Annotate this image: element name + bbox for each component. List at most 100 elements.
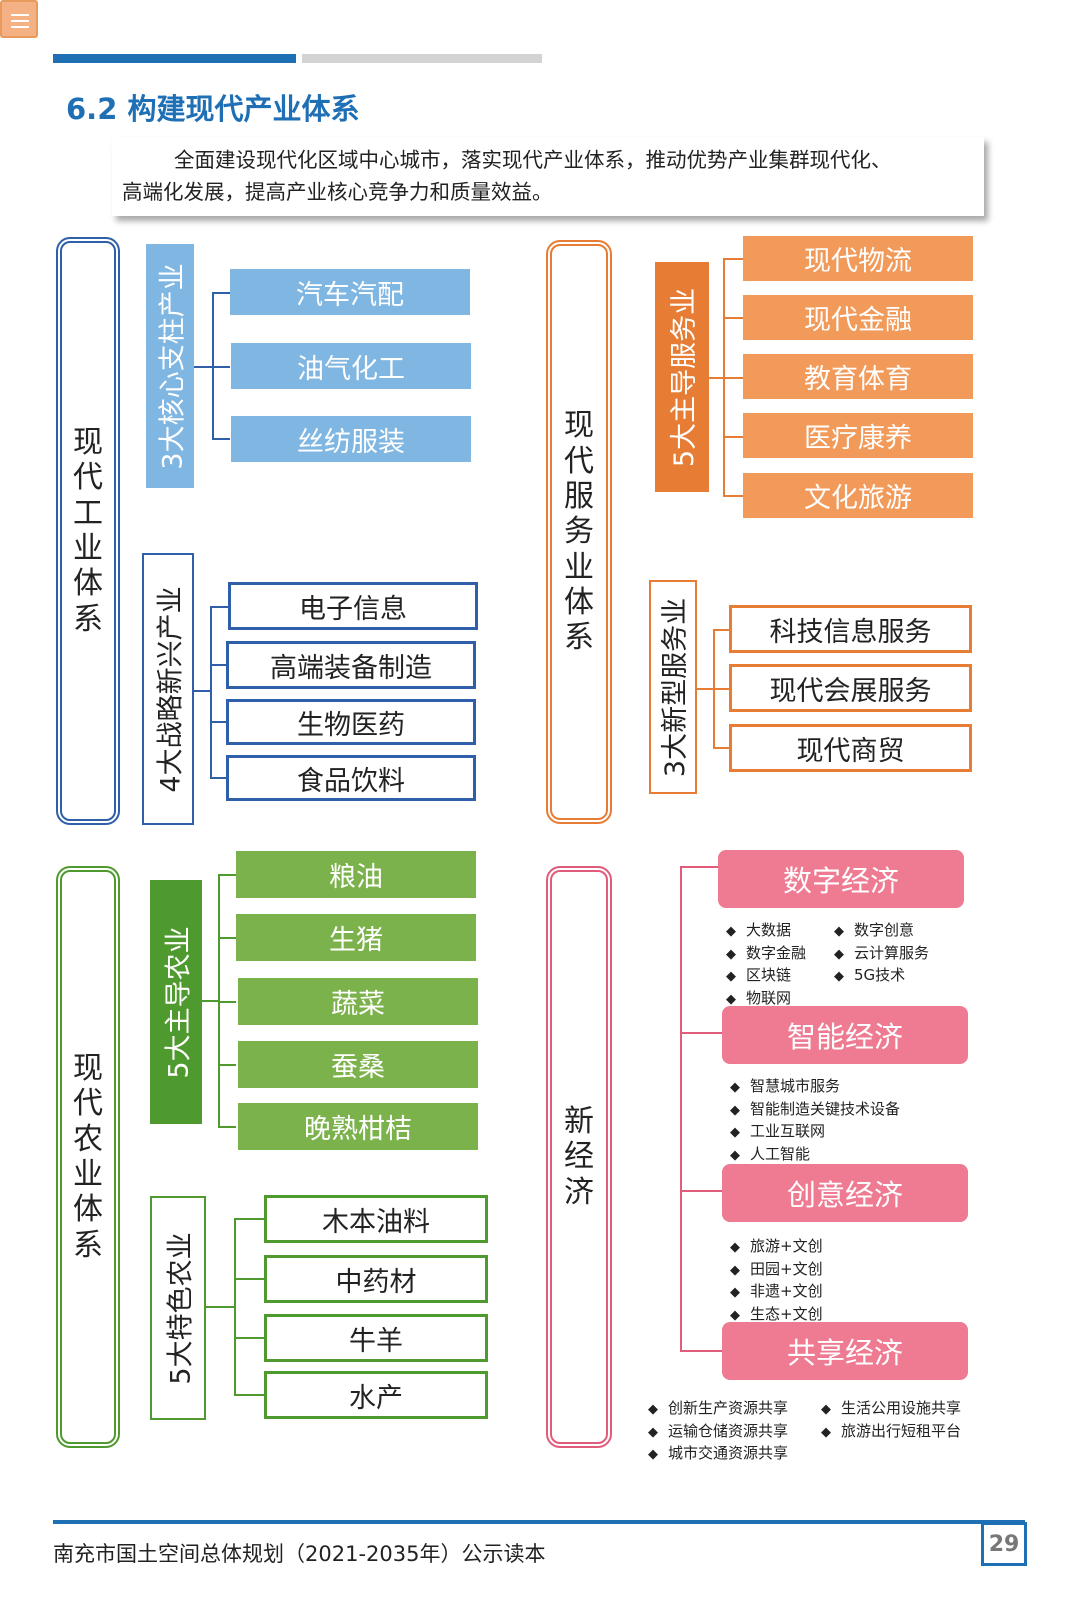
agri-item-sericulture: 蚕桑 [238, 1041, 478, 1088]
header-bar-gray [302, 54, 542, 63]
service-item-education: 教育体育 [743, 354, 973, 399]
intro-text-box: 全面建设现代化区域中心城市，落实现代产业体系，推动优势产业集群现代化、 高端化发… [112, 137, 984, 216]
bullet-item: 生态+文创 [730, 1304, 823, 1327]
emerging-item-food: 食品饮料 [226, 755, 476, 801]
industry-system-label-char: 现 [73, 424, 103, 460]
service-item-commerce: 现代商贸 [729, 724, 972, 772]
bullet-item: 创新生产资源共享 [648, 1398, 788, 1421]
new-economy-label: 新经济 [564, 1104, 594, 1210]
agriculture-system-label-char: 代 [73, 1086, 103, 1122]
agriculture-system-label: 现代农业体系 [73, 1051, 103, 1263]
emerging-item-biomed: 生物医药 [226, 699, 476, 745]
service-item-health: 医疗康养 [743, 413, 973, 458]
service-item-tourism: 文化旅游 [743, 473, 973, 518]
digital-economy-list-2: 数字创意 云计算服务 5G技术 [834, 920, 929, 988]
page-number: 29 [981, 1522, 1027, 1566]
intro-line-1: 全面建设现代化区域中心城市，落实现代产业体系，推动优势产业集群现代化、 [174, 148, 892, 172]
agriculture-system-title: 现代农业体系 [56, 866, 120, 1448]
industry-system-label-char: 工 [73, 495, 103, 531]
bullet-item: 城市交通资源共享 [648, 1443, 788, 1466]
bullet-item: 数字创意 [834, 920, 929, 943]
bullet-item: 大数据 [726, 920, 806, 943]
sharing-economy-list-1: 创新生产资源共享 运输仓储资源共享 城市交通资源共享 [648, 1398, 788, 1466]
service-system-label: 现代服务业体系 [564, 408, 594, 656]
service-system-label-char: 业 [564, 549, 594, 585]
service-item-logistics: 现代物流 [743, 236, 973, 281]
agri-item-woody-oil: 木本油料 [264, 1195, 488, 1243]
industry-system-label-char: 系 [73, 601, 103, 637]
core-item-auto: 汽车汽配 [230, 269, 470, 315]
emerging-item-equipment: 高端装备制造 [226, 641, 476, 689]
bullet-item: 物联网 [726, 988, 806, 1011]
industry-system-label-char: 代 [73, 460, 103, 496]
service-system-label-char: 现 [564, 408, 594, 444]
service-item-finance: 现代金融 [743, 295, 973, 340]
agri-item-vegetable: 蔬菜 [238, 978, 478, 1025]
agriculture-system-label-char: 农 [73, 1121, 103, 1157]
core-item-petrochem: 油气化工 [231, 343, 471, 389]
document-icon [0, 0, 38, 38]
agriculture-system-label-char: 现 [73, 1050, 103, 1086]
digital-economy-box: 数字经济 [718, 850, 964, 908]
agriculture-system-label-char: 体 [73, 1192, 103, 1228]
leading-services-label: 5大主导服务业 [655, 262, 709, 492]
creative-economy-list: 旅游+文创 田园+文创 非遗+文创 生态+文创 [730, 1236, 823, 1326]
new-economy-label-char: 经 [564, 1139, 594, 1175]
section-title: 6.2 构建现代产业体系 [66, 92, 360, 126]
emerging-industries-label: 4大战略新兴产业 [142, 553, 194, 825]
service-system-title: 现代服务业体系 [546, 240, 612, 824]
service-system-label-char: 代 [564, 443, 594, 479]
agri-item-cattle-sheep: 牛羊 [264, 1314, 488, 1362]
new-economy-label-char: 济 [564, 1174, 594, 1210]
industry-system-label-char: 体 [73, 566, 103, 602]
bullet-item: 非遗+文创 [730, 1281, 823, 1304]
intro-line-2: 高端化发展，提高产业核心竞争力和质量效益。 [122, 180, 553, 204]
digital-economy-list-1: 大数据 数字金融 区块链 物联网 [726, 920, 806, 1010]
new-economy-title: 新经济 [546, 866, 612, 1448]
bullet-item: 田园+文创 [730, 1259, 823, 1282]
agri-item-grain-oil: 粮油 [236, 851, 476, 898]
bullet-item: 生活公用设施共享 [821, 1398, 961, 1421]
bullet-item: 5G技术 [834, 965, 929, 988]
agri-item-citrus: 晚熟柑桔 [238, 1103, 478, 1150]
new-economy-label-char: 新 [564, 1103, 594, 1139]
footer-divider [53, 1520, 1025, 1524]
header-bar-accent [53, 54, 296, 63]
service-system-label-char: 体 [564, 585, 594, 621]
bullet-item: 工业互联网 [730, 1121, 900, 1144]
special-agriculture-label: 5大特色农业 [150, 1196, 206, 1420]
core-industries-label: 3大核心支柱产业 [146, 244, 194, 488]
bullet-item: 数字金融 [726, 943, 806, 966]
agriculture-system-label-char: 系 [73, 1227, 103, 1263]
service-system-label-char: 服 [564, 478, 594, 514]
agri-item-aquatic: 水产 [264, 1371, 488, 1419]
creative-economy-box: 创意经济 [722, 1164, 968, 1222]
service-item-tech-info: 科技信息服务 [729, 605, 972, 653]
sharing-economy-box: 共享经济 [722, 1322, 968, 1380]
emerging-item-electronics: 电子信息 [228, 582, 478, 630]
agriculture-system-label-char: 业 [73, 1157, 103, 1192]
bullet-item: 云计算服务 [834, 943, 929, 966]
bullet-item: 智能制造关键技术设备 [730, 1099, 900, 1122]
smart-economy-list: 智慧城市服务 智能制造关键技术设备 工业互联网 人工智能 [730, 1076, 900, 1166]
bullet-item: 人工智能 [730, 1144, 900, 1167]
footer-title: 南充市国土空间总体规划（2021-2035年）公示读本 [53, 1542, 546, 1566]
new-services-label: 3大新型服务业 [649, 580, 697, 794]
service-system-label-char: 务 [564, 514, 594, 550]
smart-economy-box: 智能经济 [722, 1006, 968, 1064]
bullet-item: 旅游出行短租平台 [821, 1421, 961, 1444]
leading-agriculture-label: 5大主导农业 [150, 880, 202, 1124]
industry-system-label: 现代工业体系 [73, 425, 103, 637]
industry-system-title: 现代工业体系 [56, 237, 120, 825]
bullet-item: 旅游+文创 [730, 1236, 823, 1259]
industry-system-label-char: 业 [73, 531, 103, 566]
bullet-item: 智慧城市服务 [730, 1076, 900, 1099]
bullet-item: 区块链 [726, 965, 806, 988]
service-item-exhibition: 现代会展服务 [729, 664, 972, 712]
agri-item-pig: 生猪 [236, 914, 476, 961]
service-system-label-char: 系 [564, 620, 594, 656]
agri-item-herbal: 中药材 [264, 1255, 488, 1303]
core-item-textile: 丝纺服装 [231, 416, 471, 462]
sharing-economy-list-2: 生活公用设施共享 旅游出行短租平台 [821, 1398, 961, 1443]
bullet-item: 运输仓储资源共享 [648, 1421, 788, 1444]
